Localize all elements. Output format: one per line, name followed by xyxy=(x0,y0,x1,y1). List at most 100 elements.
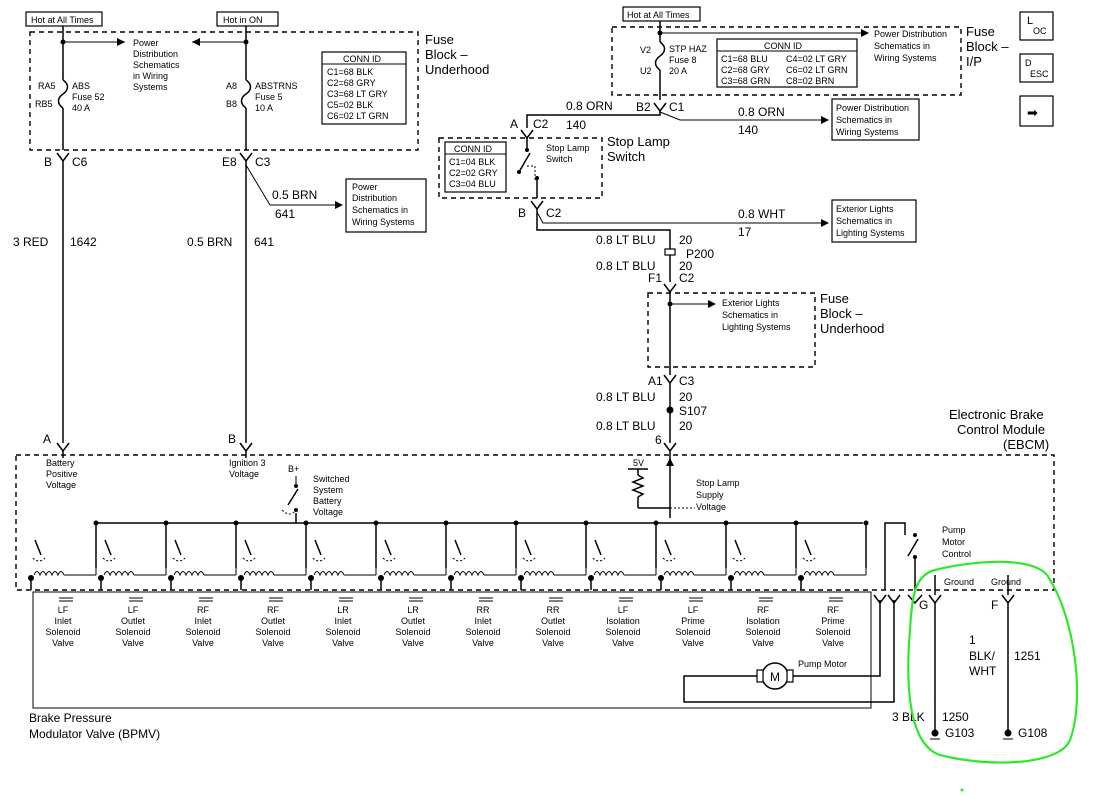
valve-label-line: Solenoid xyxy=(115,627,150,637)
g103-symbol xyxy=(931,729,939,737)
driver-node xyxy=(168,575,174,581)
ext-lights-mid-2: Schematics in xyxy=(722,310,778,320)
power-dist-right-3: Wiring Systems xyxy=(836,127,899,137)
battery-label-1: Battery xyxy=(46,458,75,468)
valve-label-line: RF xyxy=(197,605,209,615)
valve-label-line: Valve xyxy=(52,638,74,648)
ignition-label-2: Voltage xyxy=(229,469,259,479)
conn-id-ip-row: C8=02 BRN xyxy=(786,76,834,86)
valve-label-line: Solenoid xyxy=(255,627,290,637)
driver-node xyxy=(518,575,524,581)
connector-c1: C1 xyxy=(669,100,685,114)
power-dist-ip-3: Wiring Systems xyxy=(874,53,937,63)
hot-in-on-tag xyxy=(216,11,279,27)
stop-lamp-switch-box xyxy=(438,137,603,199)
wire-orn-b2: 0.8 ORN xyxy=(566,99,613,113)
green-dot-mark xyxy=(960,788,964,792)
solenoid-coil xyxy=(733,571,765,577)
driver-contact xyxy=(314,539,322,556)
circuit-641-right: 641 xyxy=(275,207,295,221)
solenoid-driver-cell xyxy=(98,520,169,590)
abs-fuse-amps: 40 A xyxy=(72,103,90,113)
desc-button[interactable]: D ESC xyxy=(1019,53,1054,83)
wire-ltblu-1: 0.8 LT BLU xyxy=(596,233,656,247)
hot-at-all-times-label-right: Hot at All Times xyxy=(627,10,690,20)
valve-label-line: Solenoid xyxy=(815,627,850,637)
rb5-label: RB5 xyxy=(35,99,53,109)
driver-contact xyxy=(594,539,602,556)
next-arrow-button[interactable]: ➡ xyxy=(1019,95,1054,127)
ext-lights-mid-1: Exterior Lights xyxy=(722,298,780,308)
solenoid-coil xyxy=(173,571,205,577)
solenoid-driver-cell xyxy=(798,520,869,590)
valve-label-line: Solenoid xyxy=(745,627,780,637)
g103-label: G103 xyxy=(945,726,975,740)
driver-contact xyxy=(384,539,392,556)
ebcm-title-1: Electronic Brake xyxy=(949,407,1044,422)
driver-contact xyxy=(524,539,532,556)
valve-label-line: Outlet xyxy=(541,616,566,626)
valve-label-line: Solenoid xyxy=(465,627,500,637)
stop-supply-label-2: Supply xyxy=(696,490,724,500)
conn-id-row: C1=68 BLK xyxy=(327,67,373,77)
fuse-block-underhood-top-title-2: Block – xyxy=(425,47,468,62)
fuse-block-ip-title-3: I/P xyxy=(966,54,982,69)
ground-blk-wht-1: BLK/ xyxy=(969,649,996,663)
valve-label-line: Outlet xyxy=(121,616,146,626)
stp-haz-amps: 20 A xyxy=(669,66,687,76)
valve-label-line: Valve xyxy=(682,638,704,648)
valve-label-line: Valve xyxy=(752,638,774,648)
driver-contact xyxy=(454,539,462,556)
power-dist-top-4: in Wiring xyxy=(133,71,168,81)
battery-label-2: Positive xyxy=(46,469,78,479)
valve-label-line: Solenoid xyxy=(45,627,80,637)
valve-labels: LFInletSolenoidValveLFOutletSolenoidValv… xyxy=(45,597,851,648)
fuse-block-underhood-top-box xyxy=(29,31,419,151)
pin-b-c2: B xyxy=(518,206,526,220)
circuit-20-1: 20 xyxy=(679,233,693,247)
valve-label-line: Valve xyxy=(122,638,144,648)
solenoid-driver-cell xyxy=(378,520,449,590)
conn-id-stop-title: CONN ID xyxy=(454,144,493,154)
fuse-block-ip-title-1: Fuse xyxy=(966,24,995,39)
ebcm-title-2: Control Module xyxy=(957,422,1045,437)
ground-f-label: Ground xyxy=(991,577,1021,587)
valve-label-line: LF xyxy=(618,605,629,615)
solenoid-driver-cell xyxy=(168,520,239,590)
valve-label-line: Solenoid xyxy=(605,627,640,637)
driver-node xyxy=(798,575,804,581)
conn-id-ip-row: C6=02 LT GRN xyxy=(786,65,847,75)
ebcm-pin-f: F xyxy=(991,598,998,612)
bplus-label: B+ xyxy=(288,464,299,474)
pin-b-c6: B xyxy=(44,155,52,169)
loc-button[interactable]: L OC xyxy=(1019,11,1054,41)
stop-lamp-inner-2: Switch xyxy=(546,154,573,164)
pin-a1: A1 xyxy=(648,374,663,388)
conn-id-ip-row: C1=68 BLU xyxy=(721,54,768,64)
pin-e8: E8 xyxy=(222,155,237,169)
bpmv-title-1: Brake Pressure xyxy=(29,711,112,725)
valve-label-line: Valve xyxy=(402,638,424,648)
solenoid-coil xyxy=(523,571,555,577)
hot-in-on-label: Hot in ON xyxy=(223,15,263,25)
fuse-block-ip-title-2: Block – xyxy=(966,39,1009,54)
conn-id-stop-row: C1=04 BLK xyxy=(449,157,495,167)
solenoid-driver-cell xyxy=(518,520,589,590)
ext-lights-right-3: Lighting Systems xyxy=(836,228,905,238)
driver-contact xyxy=(804,539,812,556)
valve-label-line: RF xyxy=(267,605,279,615)
wire-ltblu-4: 0.8 LT BLU xyxy=(596,419,656,433)
valve-label-line: RF xyxy=(827,605,839,615)
circuit-20-4: 20 xyxy=(679,419,693,433)
fuse-block-underhood-mid-title-3: Underhood xyxy=(820,321,884,336)
driver-contact xyxy=(174,539,182,556)
ebcm-pin-g: G xyxy=(919,598,928,612)
conn-id-ip-title: CONN ID xyxy=(764,41,803,51)
driver-contact xyxy=(104,539,112,556)
power-dist-ip-1: Power Distribution xyxy=(874,29,947,39)
arrow-right-icon: ➡ xyxy=(1027,105,1038,120)
ignition-label-1: Ignition 3 xyxy=(229,458,266,468)
valve-label-line: Inlet xyxy=(54,616,72,626)
fuse-block-ip-box xyxy=(611,26,962,96)
stop-lamp-switch-title-1: Stop Lamp xyxy=(607,134,670,149)
